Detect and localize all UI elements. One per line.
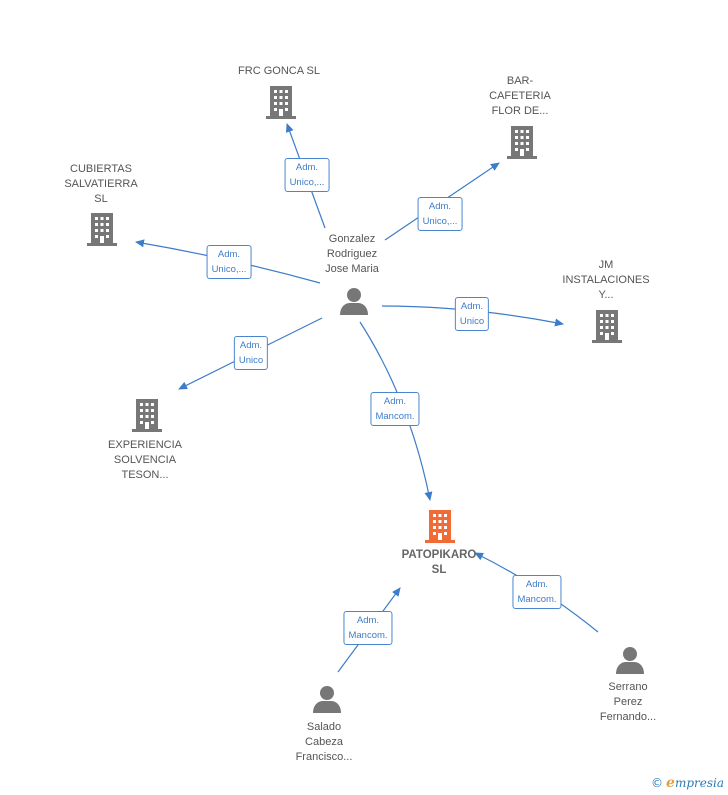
edge-label-serrano-to-pato[interactable]: Adm. Mancom.	[512, 575, 562, 609]
label-line: Gonzalez	[328, 233, 376, 245]
label-line: Serrano	[608, 681, 648, 693]
label-line: SALVATIERRA	[64, 178, 138, 190]
building-icon[interactable]	[424, 508, 456, 544]
person-icon[interactable]	[339, 286, 369, 316]
label-line: PATOPIKARO	[401, 549, 477, 561]
label-line: SL	[94, 193, 108, 205]
label-line: FRC GONCA SL	[238, 65, 320, 77]
person-icon[interactable]	[615, 645, 645, 675]
label-line: SOLVENCIA	[113, 454, 177, 466]
label-line: Cabeza	[305, 736, 343, 748]
person-label-serrano[interactable]: Serrano Perez Fernando...	[600, 680, 656, 725]
edge-label-line: Unico	[238, 355, 264, 366]
label-line: Rodriguez	[326, 248, 378, 260]
label-line: BAR-	[506, 75, 534, 87]
label-line: Francisco...	[295, 751, 353, 763]
label-line: Fernando...	[599, 711, 657, 723]
edge-label-line: Adm.	[239, 340, 263, 351]
edge-label-to-jm[interactable]: Adm. Unico	[454, 297, 490, 331]
label-line: TESON...	[121, 469, 169, 481]
building-icon[interactable]	[506, 124, 538, 160]
edge-label-salado-to-pato[interactable]: Adm. Mancom.	[343, 611, 393, 645]
copyright-symbol: ©	[651, 776, 664, 790]
label-line: SL	[431, 564, 447, 576]
edge-label-line: Unico,...	[422, 216, 458, 227]
building-icon[interactable]	[591, 308, 623, 344]
edge-label-line: Adm.	[383, 396, 407, 407]
building-icon[interactable]	[86, 211, 118, 247]
edge-label-to-cubiertas[interactable]: Adm. Unico,...	[206, 245, 252, 279]
edge-label-to-bar[interactable]: Adm. Unico,...	[417, 197, 463, 231]
edge-label-to-frc[interactable]: Adm. Unico,...	[284, 158, 330, 192]
label-line: EXPERIENCIA	[108, 439, 182, 451]
edge-label-line: Adm.	[460, 301, 484, 312]
building-icon[interactable]	[265, 84, 297, 120]
label-line: FLOR DE...	[491, 105, 549, 117]
company-label-patopikaro[interactable]: PATOPIKARO SL	[402, 548, 477, 578]
edge-label-line: Unico,...	[289, 177, 325, 188]
edge-label-line: Adm.	[295, 162, 319, 173]
company-label-bar-cafeteria[interactable]: BAR- CAFETERIA FLOR DE...	[489, 74, 551, 119]
edge-label-line: Mancom.	[375, 411, 415, 422]
edge-label-line: Unico,...	[211, 264, 247, 275]
label-line: CUBIERTAS	[70, 163, 132, 175]
brand-name: mpresia	[674, 776, 724, 790]
company-label-frc-gonca[interactable]: FRC GONCA SL	[238, 64, 320, 79]
edge-label-line: Adm.	[356, 615, 380, 626]
building-icon[interactable]	[131, 397, 163, 433]
edge-label-to-experiencia[interactable]: Adm. Unico	[233, 336, 269, 370]
label-line: JM	[598, 259, 614, 271]
company-label-experiencia[interactable]: EXPERIENCIA SOLVENCIA TESON...	[108, 438, 182, 483]
empresia-watermark: ©empresia	[651, 775, 724, 791]
label-line: CAFETERIA	[489, 90, 551, 102]
company-label-cubiertas[interactable]: CUBIERTAS SALVATIERRA SL	[64, 162, 137, 207]
edge-label-line: Adm.	[525, 579, 549, 590]
edge-label-gonzalez-to-pato[interactable]: Adm. Mancom.	[370, 392, 420, 426]
label-line: INSTALACIONES	[562, 274, 650, 286]
company-label-jm-instalaciones[interactable]: JM INSTALACIONES Y...	[562, 258, 649, 303]
label-line: Y...	[598, 289, 614, 301]
label-line: Salado	[306, 721, 342, 733]
brand-initial: e	[666, 775, 675, 791]
person-label-salado[interactable]: Salado Cabeza Francisco...	[296, 720, 353, 765]
edge-label-line: Adm.	[217, 249, 241, 260]
person-label-gonzalez[interactable]: Gonzalez Rodriguez Jose Maria	[325, 232, 379, 277]
person-icon[interactable]	[312, 684, 342, 714]
edge-label-line: Mancom.	[348, 630, 388, 641]
label-line: Perez	[613, 696, 643, 708]
edge-label-line: Adm.	[428, 201, 452, 212]
edge-label-line: Mancom.	[517, 594, 557, 605]
edge-label-line: Unico	[459, 316, 485, 327]
label-line: Jose Maria	[325, 263, 379, 275]
